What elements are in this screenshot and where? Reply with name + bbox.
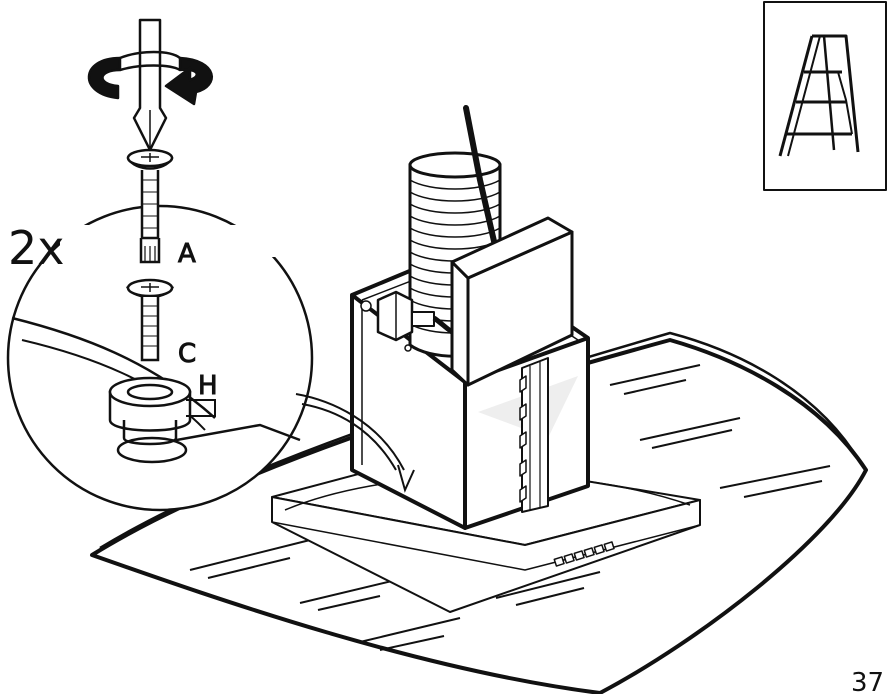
screwdriver-icon	[134, 20, 166, 150]
duct-top	[410, 153, 500, 177]
ladder-frame	[764, 2, 886, 190]
junction-box-front	[452, 262, 468, 385]
part-label-a: A	[178, 239, 196, 269]
step-ladder-icon	[764, 2, 886, 190]
part-label-h: H	[198, 371, 218, 401]
page-number: 37	[851, 668, 884, 694]
part-label-c: C	[178, 339, 196, 369]
quantity-label: 2x	[8, 221, 65, 275]
screw-a-tip	[141, 238, 159, 262]
